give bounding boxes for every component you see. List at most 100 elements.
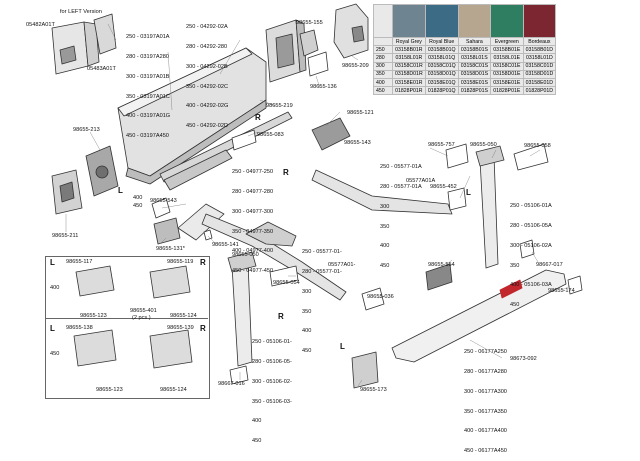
roller-rod [159,111,293,183]
part-label: 98655-054 [273,280,300,286]
arm-item: 300 [380,203,390,210]
arm2-item: 400 [302,328,312,335]
leg-item: 300 - 05106-02A [510,242,552,249]
part-label: 98655-050 [232,252,259,258]
arm-size-list: 250 - 05577-01A 280 - 05577-01A 300 350 … [380,151,422,276]
column-header: Royal Blue [424,36,459,47]
part-label: 98673-092 [510,356,537,362]
part-label: 98655-452 [430,184,457,190]
rod-item: 300 - 04977-300 [232,208,274,215]
front-item: 300 - 06177A300 [464,388,507,395]
fabric-color-table: Royal Grey Royal Blue Sahara Evergreen B… [373,4,557,96]
table-row: 250 03158B01R 03158B01Q 03158B01S 03158B… [373,45,557,55]
profile-item: 300 - 04292-02B [186,63,228,70]
size-cell: 400 [373,77,393,88]
arm2-item: 300 [302,288,312,295]
inset-part-117 [75,265,115,297]
right-side-marker: R [255,113,261,122]
size-label: 450 [50,351,60,357]
exploded-parts-diagram: Royal Grey Royal Blue Sahara Evergreen B… [26,3,583,454]
right-side-marker: R [200,258,206,267]
code-cell: 01828P01R [392,86,426,96]
code-cell: 03158B01Q [424,45,459,55]
end-cap-top [93,13,117,55]
leg2-item: 400 [252,418,262,425]
leg-right [479,155,499,269]
front-item: 350 - 06177A350 [464,408,507,415]
leg-item: 400 - 05106-03A [510,282,552,289]
part-label: 98655-155 [296,20,323,26]
left-version-note: for LEFT Version [60,9,102,15]
part-543 [151,197,171,219]
bracket-155 [299,29,319,57]
table-row: 280 03158L01R 03158L01Q 03158L01S 03158L… [373,53,557,63]
fabric-header-row: Royal Grey Royal Blue Sahara Evergreen B… [373,36,557,47]
part-174 [567,275,583,295]
spring-121 [311,117,351,151]
part-757 [445,143,469,169]
rod-item: 280 - 04977-280 [232,188,274,195]
code-cell: 03158B01R [392,45,426,55]
code-cell: 03158D01Q [424,69,459,79]
column-header: Evergreen [490,36,524,47]
part-label: 98655-757 [428,142,455,148]
right-side-marker: R [283,168,289,177]
code-cell: 03158L01E [490,53,524,63]
code-cell: 03158L01S [457,53,492,63]
arm2-item: 350 [302,308,312,315]
case-item: 280 - 03197A280 [126,53,169,60]
part-label: 98655-211 [52,233,79,239]
top-cap-209 [333,3,369,59]
case-item: 250 - 03197A01A [126,34,170,41]
arm-item: 280 - 05577-01A [380,183,422,190]
arm2-item: 250 - 05577-01- [302,249,342,256]
right-side-marker: R [200,324,206,333]
part-131 [153,217,181,245]
part-label: 98655-124 [170,313,197,319]
size-cell: 250 [373,45,393,55]
size-label: 400 [50,285,60,291]
part-label: 98655-554 [428,262,455,268]
front-item: 400 - 06177A400 [464,428,507,435]
column-header: Bordeaux [522,36,557,47]
part-label: 98655-131* [156,246,185,252]
table-row: 350 03158D01R 03158D01Q 03158D01S 03158D… [373,69,557,79]
part-label: 05483A01T [87,66,116,72]
case-size-list: 250 - 03197A01A 280 - 03197A280 300 - 03… [126,21,170,146]
part-label: 98655-119 [167,259,194,265]
part-label: 98655-124 [160,387,187,393]
code-cell: 03158B01E [490,45,524,55]
profile-item: 350 - 04292-02C [186,83,228,90]
swatch-sahara [457,4,492,38]
inset-part-138 [73,329,117,367]
table-corner [373,4,393,38]
left-side-marker: L [466,188,471,197]
left-side-marker: L [118,186,123,195]
profile-size-list: 250 - 04292-02A 280 - 04292-280 300 - 04… [186,11,228,136]
table-row: 300 03158C01R 03158C01Q 03158C01S 03158C… [373,61,557,71]
inset-part-139 [149,329,193,369]
front-profile [391,269,567,363]
part-label: 98655-401 [130,308,157,314]
part-label: 98655-141 [212,242,239,248]
part-label: 98655-058 [524,143,551,149]
part-136 [307,51,329,77]
code-cell: 03158D01D [522,69,557,79]
code-cell: 03158D01R [392,69,426,79]
part-054 [269,265,299,287]
code-cell: 01828P01S [457,86,492,96]
code-cell: 03158L01D [522,53,557,63]
inset-divider [45,318,208,319]
part-label: 98655-083 [257,132,284,138]
leg2-item: 250 - 05106-01- [252,339,292,346]
rod-size-list: 250 - 04977-250 280 - 04977-280 300 - 04… [232,156,273,281]
part-017 [519,239,535,259]
part-label: 98655-219 [266,103,293,109]
code-cell: 03158E01D [522,77,557,88]
size-cell: 280 [373,53,393,63]
part-label: 98655-209 [342,63,369,69]
part-label: 98655-123 [96,387,123,393]
leg2-item: 300 - 05106-02- [252,378,292,385]
arm-item: 400 [380,243,390,250]
part-label: 98655-213 [73,127,100,133]
